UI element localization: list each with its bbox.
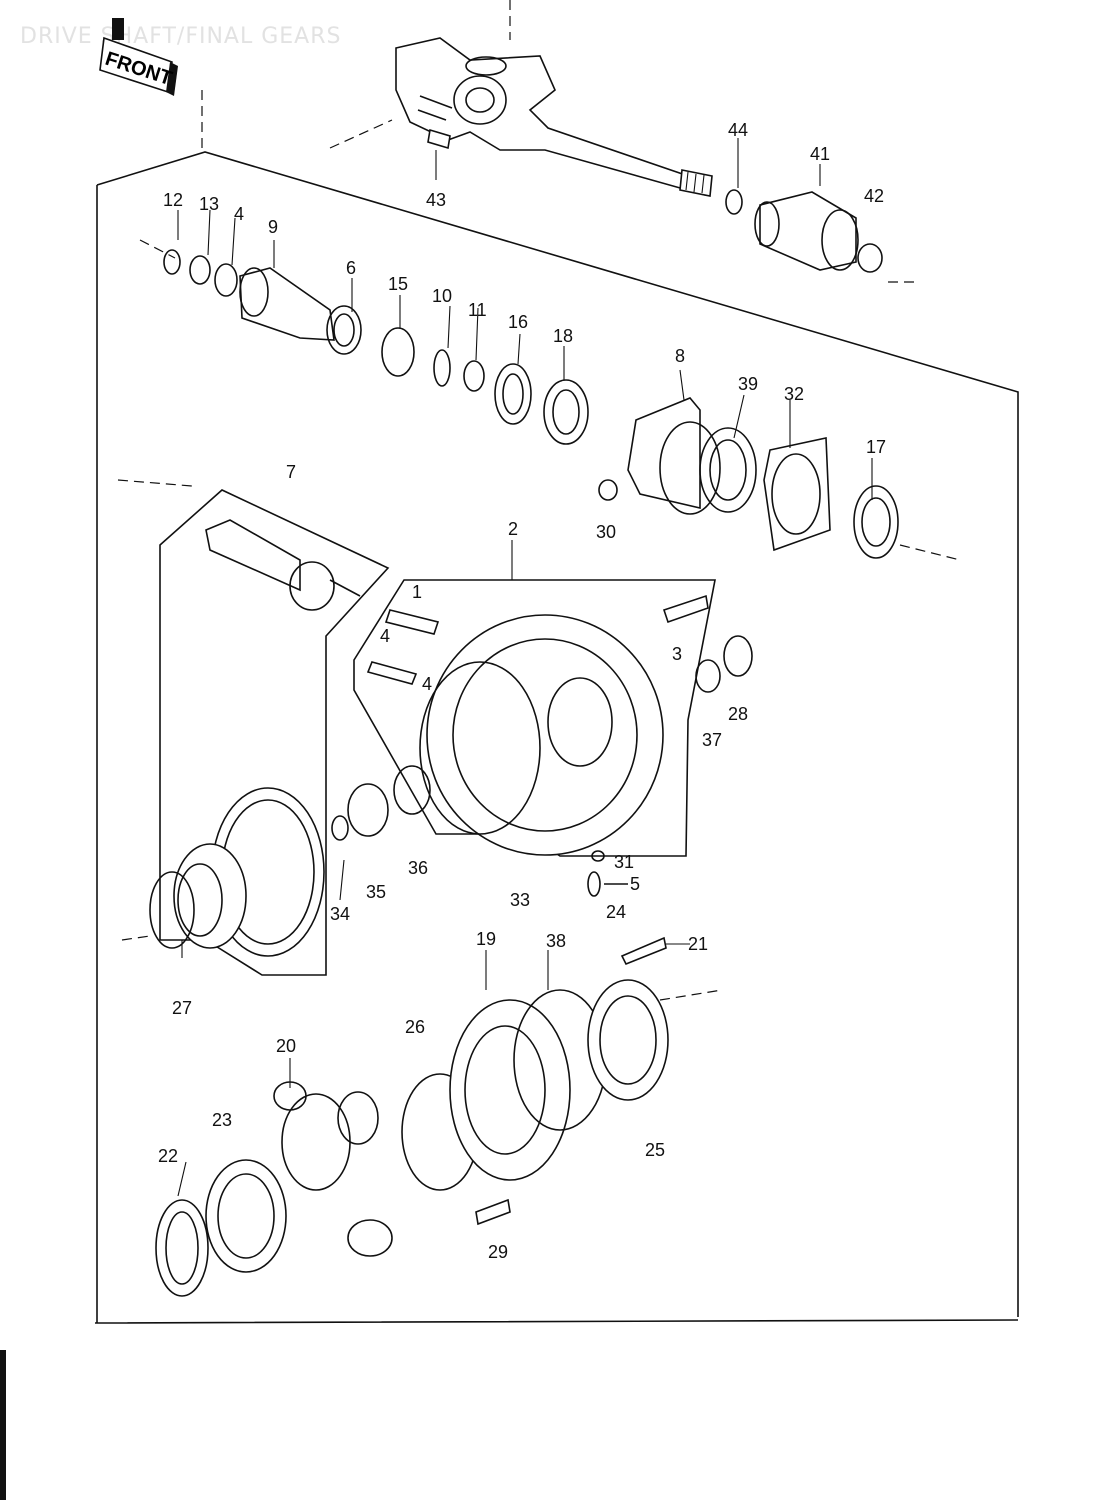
callout-20: 20 xyxy=(276,1036,296,1056)
callout-25: 25 xyxy=(645,1140,665,1160)
callout-38: 38 xyxy=(546,931,566,951)
fasteners xyxy=(587,850,628,897)
final-gear-case xyxy=(353,579,753,857)
callout-16: 16 xyxy=(508,312,528,332)
callout-44: 44 xyxy=(728,120,748,140)
leader-lines xyxy=(177,138,873,1197)
callout-41: 41 xyxy=(810,144,830,164)
callout-42: 42 xyxy=(864,186,884,206)
bearing-housing-parts xyxy=(598,397,961,561)
callout-1: 1 xyxy=(412,582,422,602)
callout-2: 2 xyxy=(508,519,518,539)
callout-23: 23 xyxy=(212,1110,232,1130)
drive-shaft-boot-parts xyxy=(725,189,920,283)
callout-39: 39 xyxy=(738,374,758,394)
callout-12: 12 xyxy=(163,190,183,210)
callout-17: 17 xyxy=(866,437,886,457)
diagram-title: DRIVE SHAFT/FINAL GEARS xyxy=(20,24,342,49)
callout-43: 43 xyxy=(426,190,446,210)
callout-11: 11 xyxy=(468,300,487,320)
pinion-gear-subassembly xyxy=(117,479,390,976)
callout-3: 3 xyxy=(672,644,682,664)
callout-35: 35 xyxy=(366,882,386,902)
callout-18: 18 xyxy=(553,326,573,346)
callout-8: 8 xyxy=(675,346,685,366)
scan-edge-mark xyxy=(0,1350,6,1500)
callout-34: 34 xyxy=(330,904,350,924)
callout-6: 6 xyxy=(346,258,356,278)
callouts: 12 13 4 9 6 15 10 11 16 18 8 39 32 17 30… xyxy=(158,120,886,1262)
callout-22: 22 xyxy=(158,1146,178,1166)
drive-shaft-assembly xyxy=(201,0,713,197)
pinion-parts-row xyxy=(139,239,589,445)
callout-9: 9 xyxy=(268,217,278,237)
front-badge: FRONT xyxy=(99,18,178,96)
callout-14: 4 xyxy=(234,204,244,224)
callout-33: 33 xyxy=(510,890,530,910)
callout-5: 5 xyxy=(630,874,640,894)
callout-15: 15 xyxy=(388,274,408,294)
callout-30: 30 xyxy=(596,522,616,542)
ring-gear-assembly xyxy=(121,765,431,957)
callout-10: 10 xyxy=(432,286,452,306)
callout-7: 7 xyxy=(286,462,296,482)
callout-21: 21 xyxy=(688,934,708,954)
callout-26: 26 xyxy=(405,1017,425,1037)
callout-28: 28 xyxy=(728,704,748,724)
callout-36: 36 xyxy=(408,858,428,878)
assembly-outline xyxy=(94,151,1019,1324)
callout-37: 37 xyxy=(702,730,722,750)
callout-4: 4 xyxy=(422,674,432,694)
callout-27: 27 xyxy=(172,998,192,1018)
callout-24: 24 xyxy=(606,902,626,922)
differential-assembly xyxy=(155,936,723,1297)
callout-13: 13 xyxy=(199,194,219,214)
callout-4b: 4 xyxy=(380,626,390,646)
callout-32: 32 xyxy=(784,384,804,404)
callout-31: 31 xyxy=(614,852,634,872)
callout-29: 29 xyxy=(488,1242,508,1262)
callout-19: 19 xyxy=(476,929,496,949)
